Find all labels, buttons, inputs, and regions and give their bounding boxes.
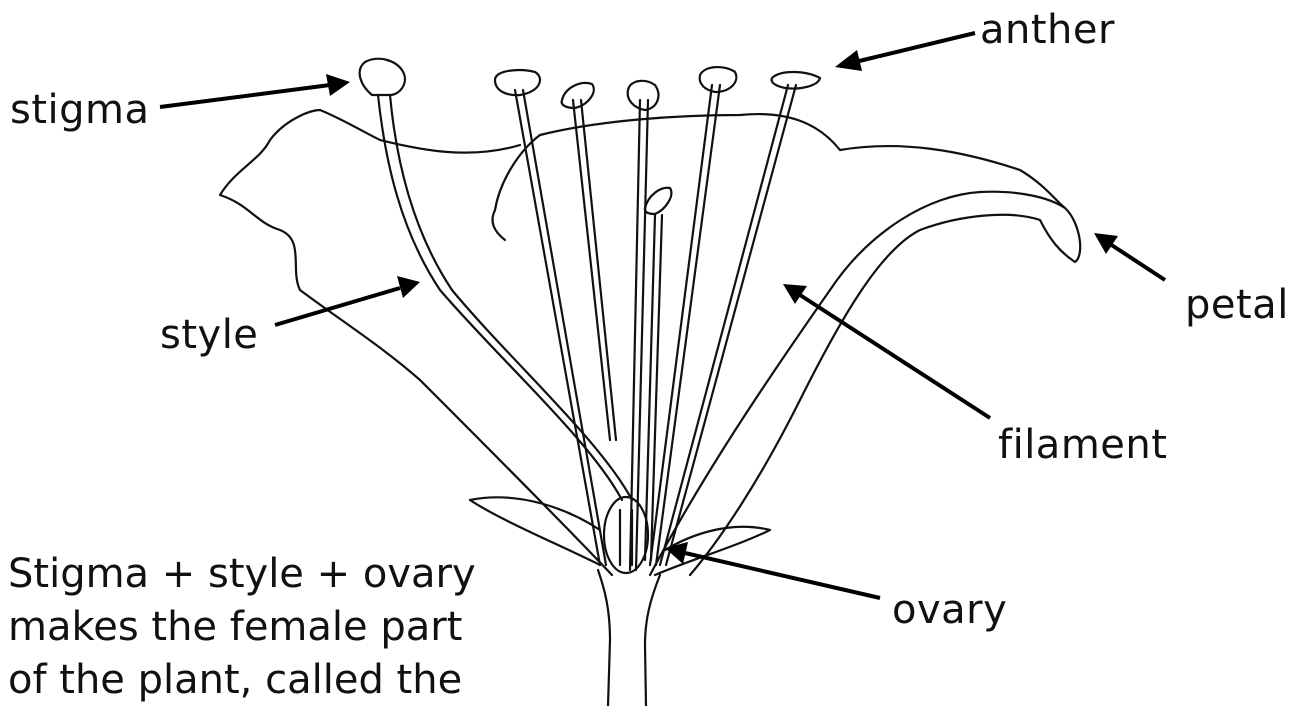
stem [598, 570, 610, 706]
stem-right [645, 575, 660, 706]
filament-1 [515, 90, 606, 565]
caption-line-2: makes the female part [8, 601, 476, 654]
anther-3 [628, 81, 659, 110]
anther-2 [562, 83, 594, 108]
ovary-label: ovary [892, 590, 1007, 630]
anther-label: anther [980, 10, 1115, 50]
stigma-shape [360, 59, 405, 95]
ovary-shape [604, 497, 648, 573]
filament-4 [645, 215, 662, 560]
caption-line-3: of the plant, called the [8, 654, 476, 707]
petal-label: petal [1185, 285, 1289, 325]
caption-line-1: Stigma + style + ovary [8, 548, 476, 601]
caption: Stigma + style + ovary makes the female … [8, 548, 476, 707]
left-petal [220, 110, 612, 575]
filament-arrow [783, 284, 990, 418]
filament-label: filament [998, 425, 1167, 465]
petal-arrow [1094, 233, 1165, 280]
right-petal-edge [840, 146, 1065, 208]
left-petal-inner [492, 210, 505, 240]
style-label: style [160, 315, 258, 355]
left-sepal [470, 497, 600, 565]
stigma-label: stigma [10, 90, 150, 130]
anther-arrow [835, 33, 975, 71]
anther-6 [645, 188, 671, 214]
ovary-arrow [665, 542, 880, 598]
back-petal [495, 114, 840, 210]
anther-1 [495, 70, 540, 95]
stigma-arrow [160, 74, 350, 107]
style-stalk-2 [390, 95, 632, 500]
anther-4 [700, 67, 737, 92]
style-stalk [378, 95, 622, 500]
filament-2 [573, 100, 616, 440]
